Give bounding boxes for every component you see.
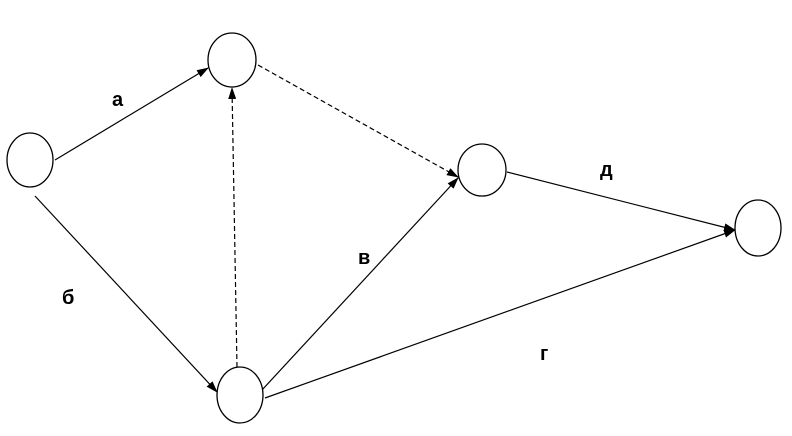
edge-d1-arrow	[228, 87, 238, 368]
edge-a-arrow	[54, 67, 209, 161]
node-n1	[6, 132, 54, 188]
edge-label-g: г	[540, 343, 548, 365]
node-n4	[734, 199, 782, 257]
node-n5	[216, 366, 264, 424]
edge-b-arrow	[34, 195, 218, 393]
edge-label-d: д	[600, 159, 613, 181]
edge-d2-arrow	[257, 64, 459, 178]
edge-label-b: б	[62, 287, 74, 309]
node-n2	[207, 32, 257, 88]
edge-d-arrow	[506, 171, 736, 232]
node-n3	[457, 143, 507, 197]
edge-label-a: а	[112, 89, 124, 111]
edge-v-arrow	[261, 177, 459, 391]
edge-g-arrow	[264, 229, 736, 399]
edge-label-v: в	[358, 247, 370, 269]
